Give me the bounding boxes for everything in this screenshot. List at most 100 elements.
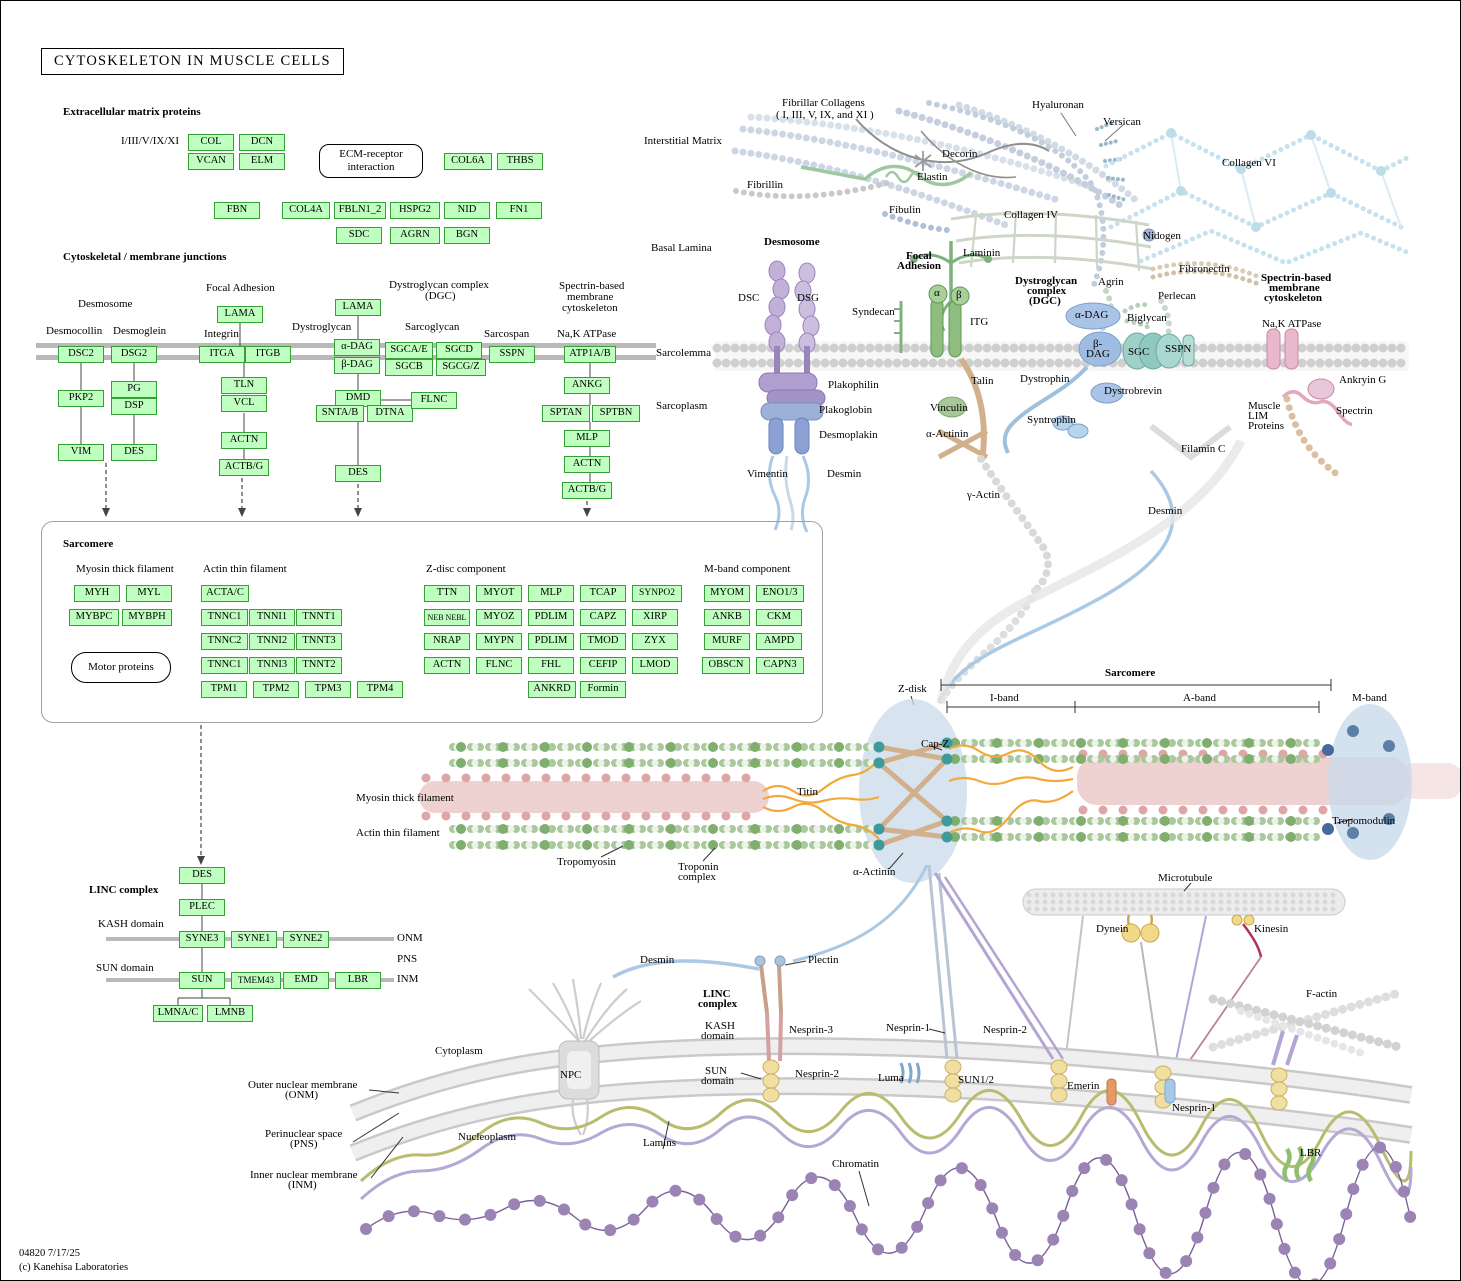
gene-box-elm[interactable]: ELM	[239, 153, 285, 170]
gene-box-tln[interactable]: TLN	[221, 377, 267, 394]
gene-box-myot[interactable]: MYOT	[476, 585, 522, 602]
gene-box-tpm3[interactable]: TPM3	[305, 681, 351, 698]
gene-box-sgcb[interactable]: SGCB	[385, 359, 433, 376]
gene-box-des[interactable]: DES	[111, 444, 157, 461]
gene-box-plec[interactable]: PLEC	[179, 899, 225, 916]
gene-box-lmna-c[interactable]: LMNA/C	[153, 1005, 203, 1022]
gene-box-lmod[interactable]: LMOD	[632, 657, 678, 674]
gene-box-actb-g[interactable]: ACTB/G	[219, 459, 269, 476]
gene-box-myom[interactable]: MYOM	[704, 585, 750, 602]
gene-box-mybph[interactable]: MYBPH	[122, 609, 172, 626]
gene-box-tpm4[interactable]: TPM4	[357, 681, 403, 698]
gene-box-lama[interactable]: LAMA	[335, 299, 381, 316]
gene-box-pdlim[interactable]: PDLIM	[528, 633, 574, 650]
gene-box-actb-g[interactable]: ACTB/G	[562, 482, 612, 499]
gene-box-capn3[interactable]: CAPN3	[756, 657, 804, 674]
gene-box-nid[interactable]: NID	[444, 202, 490, 219]
gene-box-hspg2[interactable]: HSPG2	[390, 202, 440, 219]
gene-box-vcan[interactable]: VCAN	[188, 153, 234, 170]
gene-box-syne1[interactable]: SYNE1	[231, 931, 277, 948]
gene-box-syne3[interactable]: SYNE3	[179, 931, 225, 948]
gene-box-itgb[interactable]: ITGB	[245, 346, 291, 363]
gene-box-tcap[interactable]: TCAP	[580, 585, 626, 602]
gene-box-tnnc1[interactable]: TNNC1	[201, 657, 248, 674]
gene-box-tpm1[interactable]: TPM1	[201, 681, 247, 698]
gene-box-sspn[interactable]: SSPN	[489, 346, 535, 363]
gene-box-murf[interactable]: MURF	[704, 633, 750, 650]
gene-box-dsc2[interactable]: DSC2	[58, 346, 104, 363]
gene-box-formin[interactable]: Formin	[580, 681, 626, 698]
gene-box-ttn[interactable]: TTN	[424, 585, 470, 602]
node-box-ecm-receptor-interaction[interactable]: ECM-receptor interaction	[319, 144, 423, 178]
gene-box-zyx[interactable]: ZYX	[632, 633, 678, 650]
gene-box-pg[interactable]: PG	[111, 381, 157, 398]
gene-box-itga[interactable]: ITGA	[199, 346, 245, 363]
gene-box-sdc[interactable]: SDC	[336, 227, 382, 244]
gene-box-ampd[interactable]: AMPD	[756, 633, 802, 650]
gene-box-col6a[interactable]: COL6A	[444, 153, 492, 170]
gene-box-tnnc1[interactable]: TNNC1	[201, 609, 248, 626]
gene-box-tnnt2[interactable]: TNNT2	[296, 657, 342, 674]
gene-box-emd[interactable]: EMD	[283, 972, 329, 989]
gene-box-myoz[interactable]: MYOZ	[476, 609, 522, 626]
gene-box-flnc[interactable]: FLNC	[476, 657, 522, 674]
gene-box-flnc[interactable]: FLNC	[411, 392, 457, 409]
gene-box-dcn[interactable]: DCN	[239, 134, 285, 151]
gene-box-tnnt3[interactable]: TNNT3	[296, 633, 342, 650]
gene-box-tnni2[interactable]: TNNI2	[249, 633, 295, 650]
gene-box-dsp[interactable]: DSP	[111, 398, 157, 415]
gene-box-agrn[interactable]: AGRN	[390, 227, 440, 244]
gene-box-mybpc[interactable]: MYBPC	[69, 609, 119, 626]
gene-box-sun[interactable]: SUN	[179, 972, 225, 989]
gene-box-tnnc2[interactable]: TNNC2	[201, 633, 248, 650]
gene-box-tpm2[interactable]: TPM2	[253, 681, 299, 698]
gene-box-actn[interactable]: ACTN	[424, 657, 470, 674]
gene-box-fhl[interactable]: FHL	[528, 657, 574, 674]
gene-box-α-dag[interactable]: α-DAG	[334, 339, 380, 356]
gene-box-lbr[interactable]: LBR	[335, 972, 381, 989]
gene-box-myl[interactable]: MYL	[126, 585, 172, 602]
gene-box-actn[interactable]: ACTN	[221, 432, 267, 449]
gene-box-vcl[interactable]: VCL	[221, 395, 267, 412]
gene-box-snta-b[interactable]: SNTA/B	[316, 405, 364, 422]
gene-box-fbln1-2[interactable]: FBLN1_2	[334, 202, 386, 219]
gene-box-capz[interactable]: CAPZ	[580, 609, 626, 626]
gene-box-tmem43[interactable]: TMEM43	[231, 972, 281, 989]
gene-box-acta-c[interactable]: ACTA/C	[201, 585, 249, 602]
gene-box-mypn[interactable]: MYPN	[476, 633, 522, 650]
gene-box-ankg[interactable]: ANKG	[564, 377, 610, 394]
gene-box-sgca-e[interactable]: SGCA/E	[385, 342, 433, 359]
gene-box-xirp[interactable]: XIRP	[632, 609, 678, 626]
gene-box-mlp[interactable]: MLP	[528, 585, 574, 602]
gene-box-fn1[interactable]: FN1	[496, 202, 542, 219]
gene-box-pkp2[interactable]: PKP2	[58, 390, 104, 407]
gene-box-dtna[interactable]: DTNA	[367, 405, 413, 422]
gene-box-tmod[interactable]: TMOD	[580, 633, 626, 650]
node-box-motor-proteins[interactable]: Motor proteins	[71, 652, 171, 683]
gene-box-ckm[interactable]: CKM	[756, 609, 802, 626]
gene-box-actn[interactable]: ACTN	[564, 456, 610, 473]
gene-box-eno1-3[interactable]: ENO1/3	[756, 585, 804, 602]
gene-box-des[interactable]: DES	[179, 867, 225, 884]
gene-box-atp1a-b[interactable]: ATP1A/B	[564, 346, 616, 363]
gene-box-sgcg-z[interactable]: SGCG/Z	[436, 359, 486, 376]
gene-box-tnnt1[interactable]: TNNT1	[296, 609, 342, 626]
gene-box-dsg2[interactable]: DSG2	[111, 346, 157, 363]
gene-box-ankrd[interactable]: ANKRD	[528, 681, 576, 698]
gene-box-tnni1[interactable]: TNNI1	[249, 609, 295, 626]
gene-box-vim[interactable]: VIM	[58, 444, 104, 461]
gene-box-pdlim[interactable]: PDLIM	[528, 609, 574, 626]
gene-box-fbn[interactable]: FBN	[214, 202, 260, 219]
gene-box-tnni3[interactable]: TNNI3	[249, 657, 295, 674]
gene-box-lmnb[interactable]: LMNB	[207, 1005, 253, 1022]
gene-box-neb-nebl[interactable]: NEB NEBL	[424, 609, 470, 626]
gene-box-sptan[interactable]: SPTAN	[542, 405, 590, 422]
gene-box-mlp[interactable]: MLP	[564, 430, 610, 447]
gene-box-sptbn[interactable]: SPTBN	[592, 405, 640, 422]
gene-box-synpo2[interactable]: SYNPO2	[632, 585, 682, 602]
gene-box-ankb[interactable]: ANKB	[704, 609, 750, 626]
gene-box-des[interactable]: DES	[335, 465, 381, 482]
gene-box-β-dag[interactable]: β-DAG	[334, 357, 380, 374]
gene-box-bgn[interactable]: BGN	[444, 227, 490, 244]
gene-box-thbs[interactable]: THBS	[497, 153, 543, 170]
